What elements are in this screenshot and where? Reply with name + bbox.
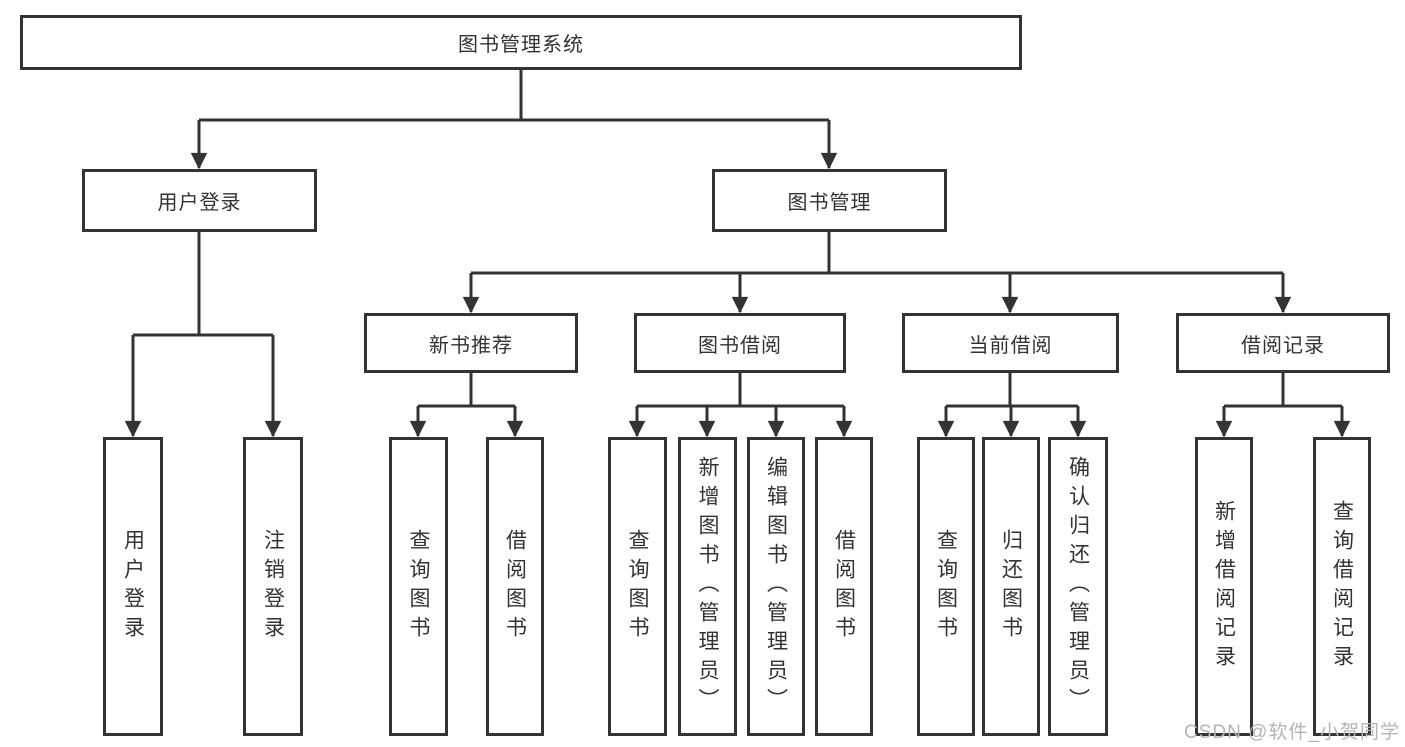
leaf-recommend-query-books: 查询图书 <box>389 437 448 736</box>
leaf-return-books: 归还图书 <box>982 437 1040 736</box>
node-book-borrow: 图书借阅 <box>634 313 846 373</box>
leaf-add-borrow-record: 新增借阅记录 <box>1195 437 1253 736</box>
node-new-book-recommend-label: 新书推荐 <box>429 334 513 357</box>
leaf-recommend-borrow-books-label: 借阅图书 <box>503 528 527 645</box>
leaf-user-login: 用户登录 <box>103 437 163 736</box>
leaf-current-query-books-label: 查询图书 <box>934 528 958 645</box>
leaf-add-books-admin: 新增图书（管理员） <box>678 437 737 736</box>
node-current-borrow-label: 当前借阅 <box>968 334 1053 357</box>
leaf-confirm-return-admin: 确认归还（管理员） <box>1048 437 1108 736</box>
node-book-management: 图书管理 <box>712 169 947 232</box>
node-user-login: 用户登录 <box>82 169 317 232</box>
branch-borrow-records <box>1215 373 1351 438</box>
leaf-borrow-query-books: 查询图书 <box>608 437 667 736</box>
branch-new-book-recommend <box>409 373 524 438</box>
leaf-confirm-return-admin-label: 确认归还（管理员） <box>1066 456 1090 717</box>
node-borrow-records: 借阅记录 <box>1176 313 1390 373</box>
leaf-current-query-books: 查询图书 <box>917 437 975 736</box>
node-root-label: 图书管理系统 <box>458 34 584 56</box>
node-book-management-label: 图书管理 <box>787 192 872 214</box>
leaf-add-books-admin-label: 新增图书（管理员） <box>696 456 719 717</box>
leaf-borrow-books-label: 借阅图书 <box>832 528 856 645</box>
leaf-borrow-query-books-label: 查询图书 <box>626 528 649 645</box>
leaf-return-books-label: 归还图书 <box>999 528 1023 645</box>
branch-root <box>190 70 838 170</box>
leaf-add-borrow-record-label: 新增借阅记录 <box>1212 499 1236 674</box>
leaf-logout-label: 注销登录 <box>261 528 285 645</box>
node-user-login-label: 用户登录 <box>157 192 242 214</box>
leaf-edit-books-admin-label: 编辑图书（管理员） <box>764 456 788 717</box>
node-borrow-records-label: 借阅记录 <box>1241 334 1325 357</box>
csdn-watermark: CSDN @软件_小贺同学 <box>1184 722 1400 743</box>
node-new-book-recommend: 新书推荐 <box>364 313 578 373</box>
leaf-user-login-label: 用户登录 <box>121 528 145 645</box>
leaf-borrow-books: 借阅图书 <box>815 437 873 736</box>
leaf-recommend-borrow-books: 借阅图书 <box>486 437 544 736</box>
leaf-edit-books-admin: 编辑图书（管理员） <box>747 437 805 736</box>
leaf-recommend-query-books-label: 查询图书 <box>407 528 430 645</box>
node-root: 图书管理系统 <box>20 15 1022 70</box>
branch-book-borrow <box>628 373 853 438</box>
branch-book-management <box>462 232 1292 314</box>
leaf-logout: 注销登录 <box>243 437 303 736</box>
node-current-borrow: 当前借阅 <box>902 313 1119 373</box>
branch-user-login <box>124 232 282 438</box>
leaf-query-borrow-record: 查询借阅记录 <box>1313 437 1371 736</box>
node-book-borrow-label: 图书借阅 <box>698 334 782 357</box>
leaf-query-borrow-record-label: 查询借阅记录 <box>1330 499 1354 674</box>
branch-current-borrow <box>937 373 1087 438</box>
